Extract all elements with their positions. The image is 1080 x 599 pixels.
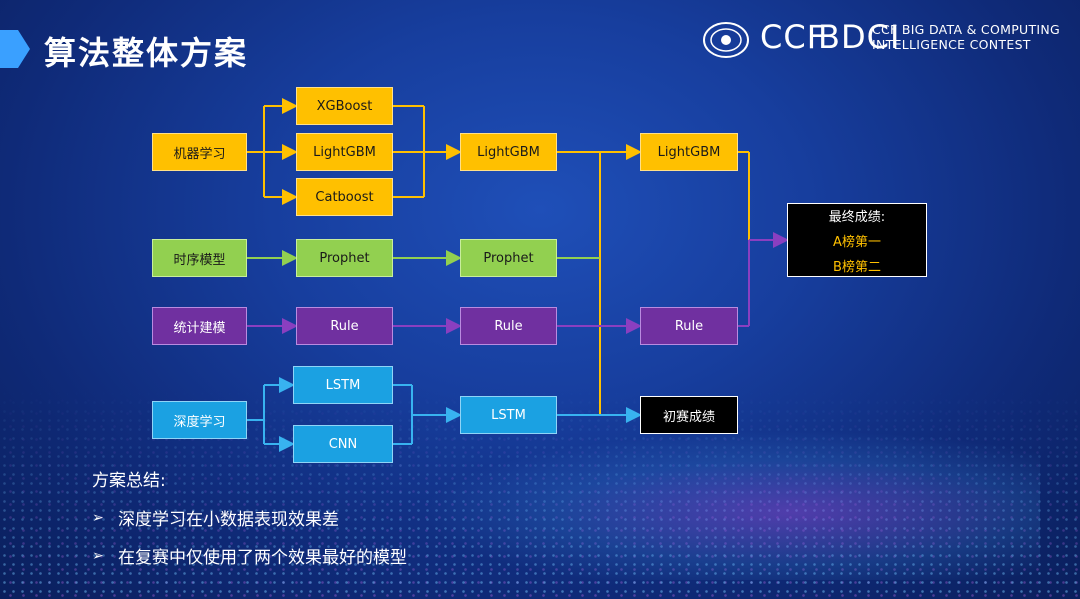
summary-bullet-2: ➢ 在复赛中仅使用了两个效果最好的模型 (92, 543, 407, 569)
stat-connectors (247, 232, 789, 334)
summary-bullet-1: ➢ 深度学习在小数据表现效果差 (92, 505, 339, 531)
final-result-b-rank: B榜第二 (833, 259, 881, 275)
arrowhead-bullet-icon: ➢ (92, 547, 104, 564)
model-prophet-1: Prophet (296, 239, 393, 277)
summary-bullet-2-text: 在复赛中仅使用了两个效果最好的模型 (118, 548, 407, 568)
dl-connectors (247, 377, 642, 452)
final-result-box: 最终成绩: A榜第一 B榜第二 (787, 203, 927, 277)
model-lightgbm-3: LightGBM (640, 133, 738, 171)
model-lstm-1: LSTM (293, 366, 393, 404)
model-rule-2: Rule (460, 307, 557, 345)
bdci-logo-text: BDCI (818, 18, 901, 56)
final-result-a-rank: A榜第一 (833, 234, 881, 250)
ccf-logo-text: CCF (760, 18, 827, 56)
page-title: 算法整体方案 (44, 34, 249, 72)
category-stat: 统计建模 (152, 307, 247, 345)
arrowhead-bullet-icon: ➢ (92, 509, 104, 526)
final-result-title: 最终成绩: (828, 209, 886, 225)
model-xgboost: XGBoost (296, 87, 393, 125)
category-dl: 深度学习 (152, 401, 247, 439)
ml-connectors (247, 98, 750, 416)
model-lightgbm-2: LightGBM (460, 133, 557, 171)
contest-line-2: INTELLIGENCE CONTEST (872, 37, 1031, 52)
category-ml: 机器学习 (152, 133, 247, 171)
contest-line-1: CCF BIG DATA & COMPUTING (872, 22, 1061, 37)
model-rule-1: Rule (296, 307, 393, 345)
model-catboost: Catboost (296, 178, 393, 216)
background-glow (420, 430, 1040, 580)
ccf-seal-logo (703, 22, 749, 58)
summary-heading: 方案总结: (92, 471, 166, 491)
category-ts: 时序模型 (152, 239, 247, 277)
model-cnn: CNN (293, 425, 393, 463)
model-lstm-2: LSTM (460, 396, 557, 434)
model-rule-3: Rule (640, 307, 738, 345)
model-lightgbm-1: LightGBM (296, 133, 393, 171)
preliminary-result-box: 初赛成绩 (640, 396, 738, 434)
model-prophet-2: Prophet (460, 239, 557, 277)
contest-name: CCF BIG DATA & COMPUTING INTELLIGENCE CO… (872, 22, 1060, 52)
summary-bullet-1-text: 深度学习在小数据表现效果差 (118, 510, 339, 530)
